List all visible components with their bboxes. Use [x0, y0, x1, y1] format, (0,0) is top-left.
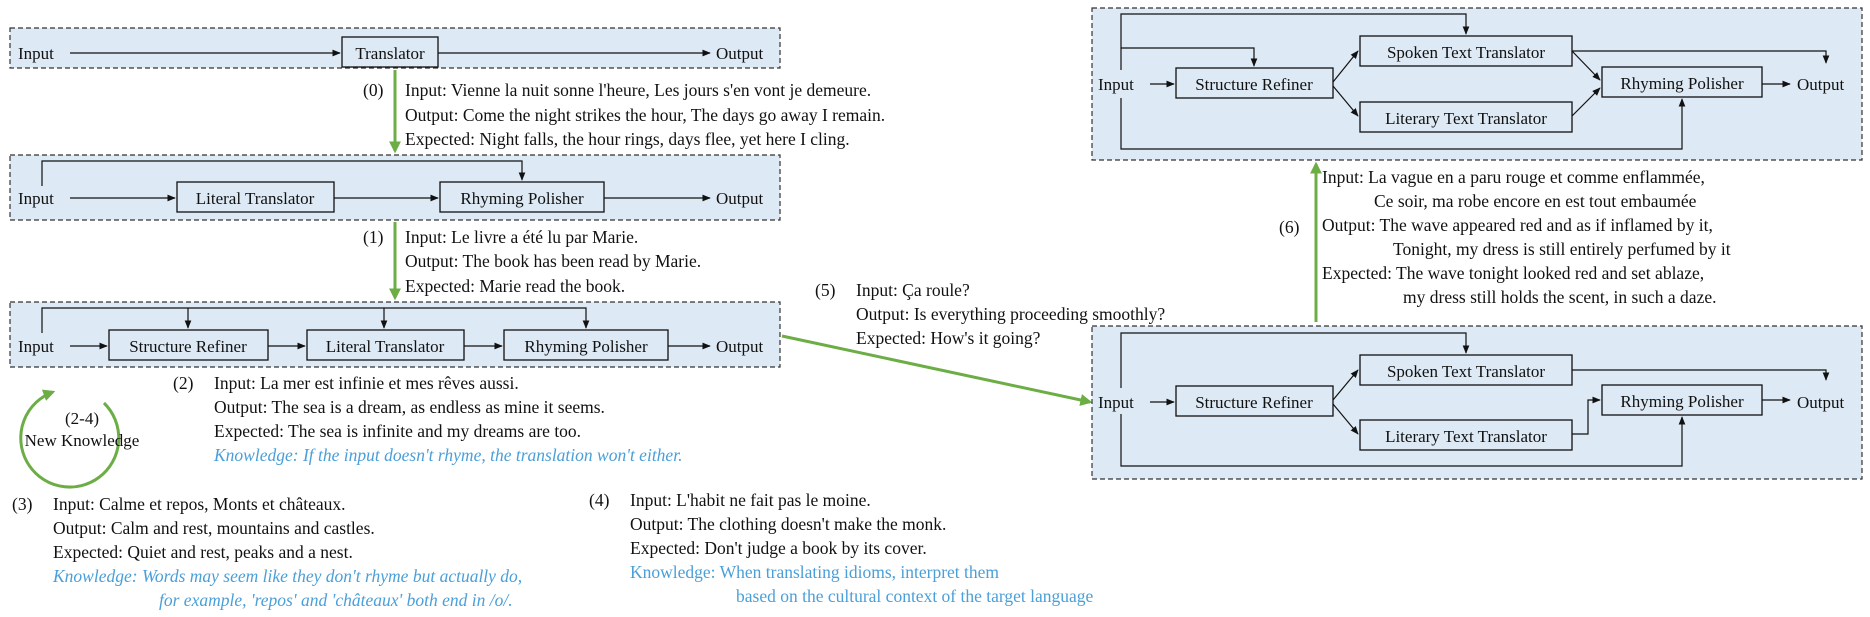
rhyming-polisher-node: [503, 329, 669, 361]
structure-refiner-label: Structure Refiner: [129, 337, 247, 356]
cycle-label: (2-4): [65, 409, 99, 428]
example-output: Output: The book has been read by Marie.: [405, 251, 701, 271]
example-input: Input: Le livre a été lu par Marie.: [405, 227, 638, 247]
literary-text-translator-node: [1359, 101, 1573, 133]
translator-node: [341, 36, 439, 68]
example-input-line1: Input: La vague en a paru rouge et comme…: [1322, 167, 1705, 187]
rhyming-polisher-node: [439, 181, 605, 213]
spoken-text-translator-node: [1359, 35, 1573, 67]
structure-refiner-node: [1175, 385, 1334, 417]
example-knowledge-line1: Knowledge: When translating idioms, inte…: [630, 562, 999, 582]
translator-label: Translator: [355, 44, 425, 63]
example-5: (5) Input: Ça roule? Output: Is everythi…: [815, 280, 1165, 348]
example-input: Input: La mer est infinie et mes rêves a…: [214, 373, 519, 393]
input-label: Input: [18, 189, 54, 208]
example-4: (4) Input: L'habit ne fait pas le moine.…: [589, 490, 1094, 606]
literary-text-translator-node: [1359, 419, 1573, 451]
example-knowledge-line1: Knowledge: Words may seem like they don'…: [52, 566, 522, 586]
rhyming-polisher-label: Rhyming Polisher: [524, 337, 648, 356]
literal-translator-label: Literal Translator: [196, 189, 315, 208]
literal-translator-node: [176, 181, 335, 213]
structure-refiner-node: [1175, 67, 1334, 99]
rhyming-polisher-node: [1601, 384, 1763, 416]
example-expected: Expected: How's it going?: [856, 328, 1041, 348]
literal-translator-node: [306, 329, 465, 361]
example-expected: Expected: The sea is infinite and my dre…: [214, 421, 581, 441]
example-tag: (4): [589, 490, 610, 510]
example-knowledge-line2: based on the cultural context of the tar…: [736, 586, 1094, 606]
example-0: (0) Input: Vienne la nuit sonne l'heure,…: [363, 80, 885, 149]
example-output-line2: Tonight, my dress is still entirely perf…: [1393, 239, 1731, 259]
example-output: Output: The sea is a dream, as endless a…: [214, 397, 605, 417]
output-label: Output: [716, 337, 764, 356]
structure-refiner-node: [108, 329, 269, 361]
stage-5-workflow: Input Structure Refiner Spoken Text Tran…: [1091, 325, 1863, 480]
input-label: Input: [18, 44, 54, 63]
example-tag: (5): [815, 280, 836, 300]
rhyming-polisher-node: [1601, 66, 1763, 98]
structure-refiner-label: Structure Refiner: [1195, 393, 1313, 412]
input-label: Input: [1098, 393, 1134, 412]
transition-arrow-5: [781, 334, 1093, 406]
rhyming-polisher-label: Rhyming Polisher: [1620, 74, 1744, 93]
literal-translator-label: Literal Translator: [326, 337, 445, 356]
example-input: Input: Ça roule?: [856, 280, 970, 300]
example-tag: (0): [363, 80, 384, 100]
output-label: Output: [1797, 393, 1845, 412]
example-tag: (2): [173, 373, 194, 393]
example-output: Output: Come the night strikes the hour,…: [405, 105, 885, 125]
input-label: Input: [1098, 75, 1134, 94]
stage-1-workflow: Input Literal Translator Rhyming Polishe…: [9, 154, 781, 221]
example-input-line2: Ce soir, ma robe encore en est tout emba…: [1374, 191, 1697, 211]
example-1: (1) Input: Le livre a été lu par Marie. …: [363, 227, 701, 296]
cycle-arrow: [19, 389, 121, 489]
example-knowledge: Knowledge: If the input doesn't rhyme, t…: [213, 445, 682, 465]
new-knowledge-cycle: (2-4) New Knowledge: [19, 389, 140, 489]
literary-text-translator-label: Literary Text Translator: [1385, 109, 1547, 128]
input-label: Input: [18, 337, 54, 356]
example-input: Input: Calme et repos, Monts et châteaux…: [53, 494, 346, 514]
example-input: Input: Vienne la nuit sonne l'heure, Les…: [405, 80, 871, 100]
example-2: (2) Input: La mer est infinie et mes rêv…: [173, 373, 682, 465]
example-tag: (3): [12, 494, 33, 514]
output-label: Output: [716, 189, 764, 208]
stage-2-workflow: Input Structure Refiner Literal Translat…: [9, 301, 781, 368]
example-tag: (6): [1279, 217, 1300, 237]
example-knowledge-line2: for example, 'repos' and 'châteaux' both…: [159, 590, 513, 610]
rhyming-polisher-label: Rhyming Polisher: [460, 189, 584, 208]
output-label: Output: [716, 44, 764, 63]
spoken-text-translator-node: [1359, 354, 1573, 386]
example-expected: Expected: Don't judge a book by its cove…: [630, 538, 927, 558]
example-output: Output: Calm and rest, mountains and cas…: [53, 518, 375, 538]
example-output-line1: Output: The wave appeared red and as if …: [1322, 215, 1713, 235]
example-3: (3) Input: Calme et repos, Monts et chât…: [12, 494, 522, 610]
example-tag: (1): [363, 227, 384, 247]
stage-0-workflow: Input Translator Output: [9, 27, 781, 69]
example-expected: Expected: Night falls, the hour rings, d…: [405, 129, 850, 149]
example-output: Output: Is everything proceeding smoothl…: [856, 304, 1165, 324]
structure-refiner-label: Structure Refiner: [1195, 75, 1313, 94]
example-6: (6) Input: La vague en a paru rouge et c…: [1279, 167, 1731, 307]
example-output: Output: The clothing doesn't make the mo…: [630, 514, 946, 534]
output-label: Output: [1797, 75, 1845, 94]
example-input: Input: L'habit ne fait pas le moine.: [630, 490, 871, 510]
example-expected: Expected: Quiet and rest, peaks and a ne…: [53, 542, 353, 562]
spoken-text-translator-label: Spoken Text Translator: [1387, 43, 1545, 62]
spoken-text-translator-label: Spoken Text Translator: [1387, 362, 1545, 381]
rhyming-polisher-label: Rhyming Polisher: [1620, 392, 1744, 411]
example-expected: Expected: Marie read the book.: [405, 276, 625, 296]
cycle-caption: New Knowledge: [25, 431, 140, 450]
stage-6-workflow: Input Structure Refiner Spoken Text Tran…: [1091, 7, 1863, 161]
literary-text-translator-label: Literary Text Translator: [1385, 427, 1547, 446]
example-expected-line2: my dress still holds the scent, in such …: [1403, 287, 1716, 307]
example-expected-line1: Expected: The wave tonight looked red an…: [1322, 263, 1704, 283]
